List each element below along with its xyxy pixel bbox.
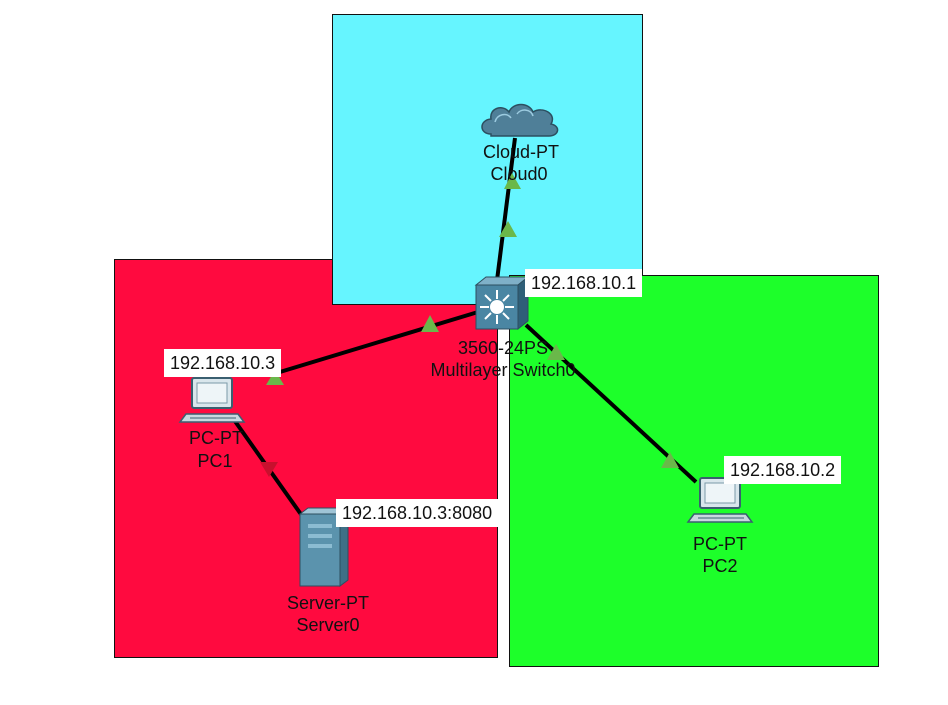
pc2-name-label: PC2 bbox=[702, 556, 738, 576]
cloud-icon[interactable] bbox=[481, 103, 559, 137]
link-status-up-icon bbox=[661, 452, 679, 468]
link-status-down-icon bbox=[260, 462, 278, 477]
link-status-up-icon bbox=[547, 344, 565, 360]
server-name-label: Server0 bbox=[296, 615, 360, 635]
switch-type-label: 3560-24PS bbox=[457, 338, 549, 358]
cloud-name-label: Cloud0 bbox=[490, 164, 548, 184]
pc-icon[interactable] bbox=[686, 477, 754, 523]
cloud-type-label: Cloud-PT bbox=[482, 142, 560, 162]
multilayer-switch-icon[interactable] bbox=[474, 275, 530, 331]
area-top-cyan bbox=[332, 14, 643, 305]
pc1-name-label: PC1 bbox=[197, 451, 233, 471]
link-status-up-icon bbox=[266, 370, 284, 385]
pc1-type-label: PC-PT bbox=[189, 428, 243, 448]
pc1-ip-label: 192.168.10.3 bbox=[164, 349, 282, 377]
link-status-up-icon bbox=[421, 315, 439, 332]
pc2-ip-label: 192.168.10.2 bbox=[724, 456, 842, 484]
link-switch-cloud[interactable] bbox=[492, 137, 517, 305]
switch-name-label: Multilayer Switch0 bbox=[430, 360, 576, 380]
server-ip-label: 192.168.10.3:8080 bbox=[336, 499, 499, 527]
switch-ip-label: 192.168.10.1 bbox=[525, 269, 643, 297]
pc-icon[interactable] bbox=[178, 377, 246, 423]
link-status-up-icon bbox=[499, 221, 517, 237]
server-type-label: Server-PT bbox=[286, 593, 370, 613]
link-switch-pc1[interactable] bbox=[269, 310, 479, 377]
link-status-up-icon bbox=[504, 173, 521, 189]
pc2-type-label: PC-PT bbox=[693, 534, 747, 554]
